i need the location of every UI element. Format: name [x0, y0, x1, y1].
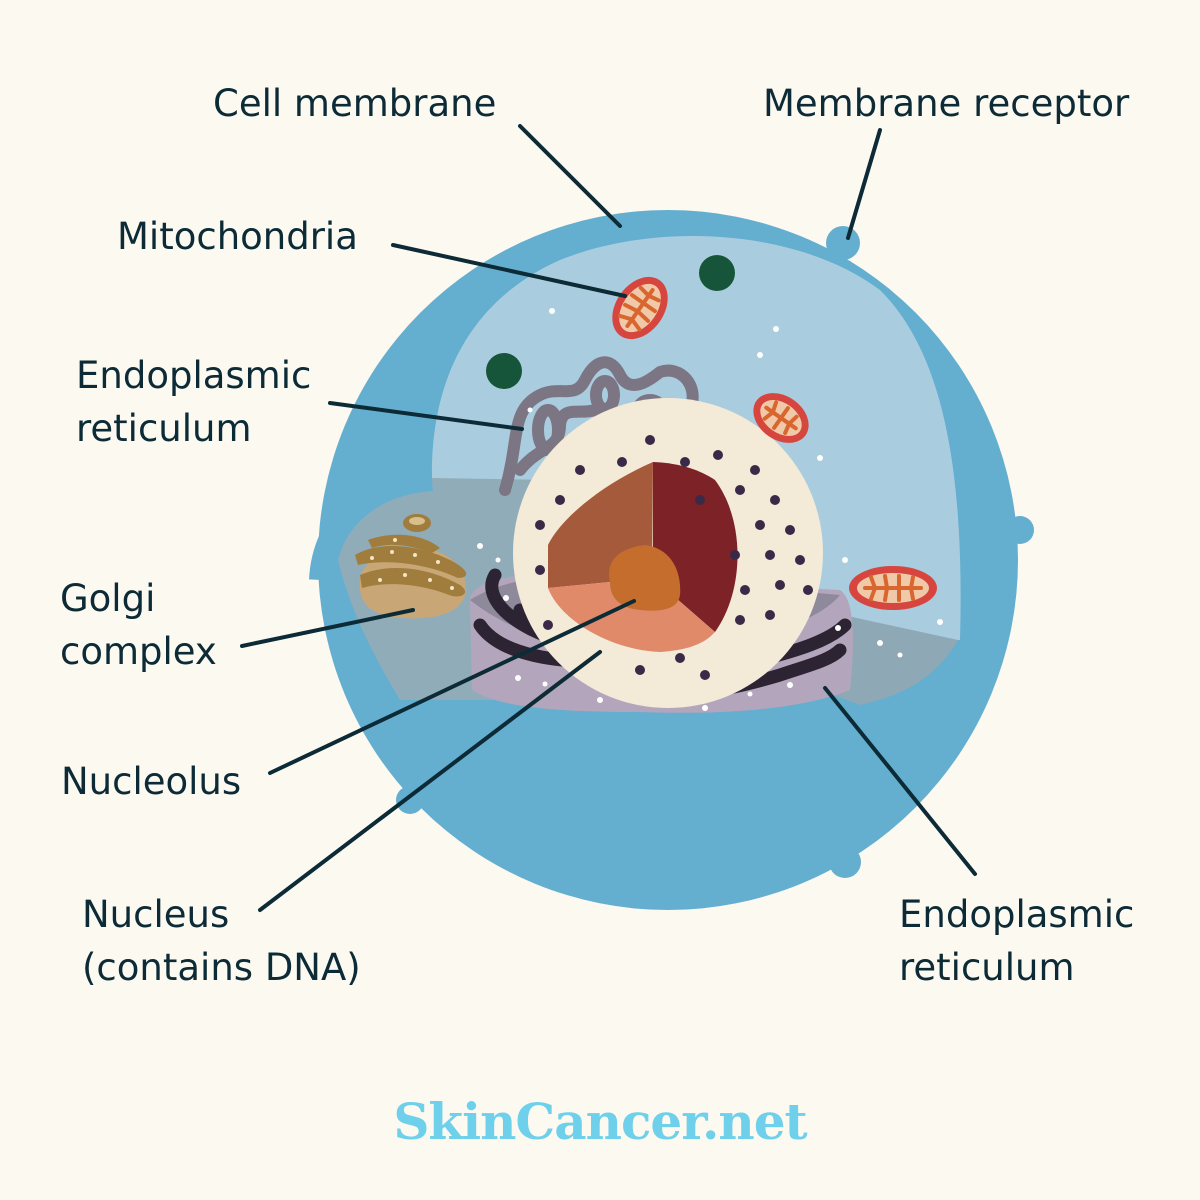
mitochondrion-1	[612, 276, 668, 340]
callout-nucleolus	[268, 599, 636, 775]
label-mitochondria: Mitochondria	[117, 215, 358, 258]
label-golgi-line-2: complex	[60, 630, 217, 673]
nucleus	[513, 398, 823, 708]
label-membrane-receptor: Membrane receptor	[763, 82, 1130, 125]
cut-floor-right	[820, 610, 958, 705]
callout-golgi	[240, 608, 415, 648]
mitochondrion-3	[849, 566, 937, 610]
label-endoplasmic-reticulum-bottom: Endoplasmic reticulum	[899, 888, 1134, 994]
label-er-top-line-1: Endoplasmic	[76, 354, 312, 397]
golgi-complex	[355, 514, 467, 619]
mitochondrion-2	[753, 393, 809, 443]
label-nucleolus: Nucleolus	[61, 760, 242, 803]
brand-logo-text: SkinCancer.net	[393, 1092, 807, 1151]
label-golgi-complex: Golgi complex	[60, 572, 217, 678]
callout-er-top	[328, 401, 524, 431]
cut-edge	[309, 465, 434, 582]
callout-lines	[240, 124, 977, 912]
label-er-top-line-2: reticulum	[76, 407, 252, 450]
callout-cell-membrane	[518, 124, 622, 228]
ribosomes	[477, 308, 943, 711]
organelle-dark-1	[699, 255, 735, 291]
callout-er-bottom	[823, 686, 977, 876]
nucleolus	[609, 545, 681, 611]
callout-mitochondria	[391, 243, 627, 298]
label-nucleus: Nucleus (contains DNA)	[82, 888, 361, 994]
label-er-bottom-line-2: reticulum	[899, 946, 1075, 989]
callout-nucleus	[258, 650, 602, 912]
label-nucleus-line-2: (contains DNA)	[82, 946, 361, 989]
label-golgi-line-1: Golgi	[60, 577, 156, 620]
label-endoplasmic-reticulum-top: Endoplasmic reticulum	[76, 349, 311, 455]
organelle-dark-2	[486, 353, 522, 389]
nuclear-pores	[535, 435, 813, 680]
label-cell-membrane: Cell membrane	[213, 82, 497, 125]
label-nucleus-line-1: Nucleus	[82, 893, 230, 936]
label-er-bottom-line-1: Endoplasmic	[899, 893, 1135, 936]
callout-membrane-receptor	[846, 128, 882, 240]
